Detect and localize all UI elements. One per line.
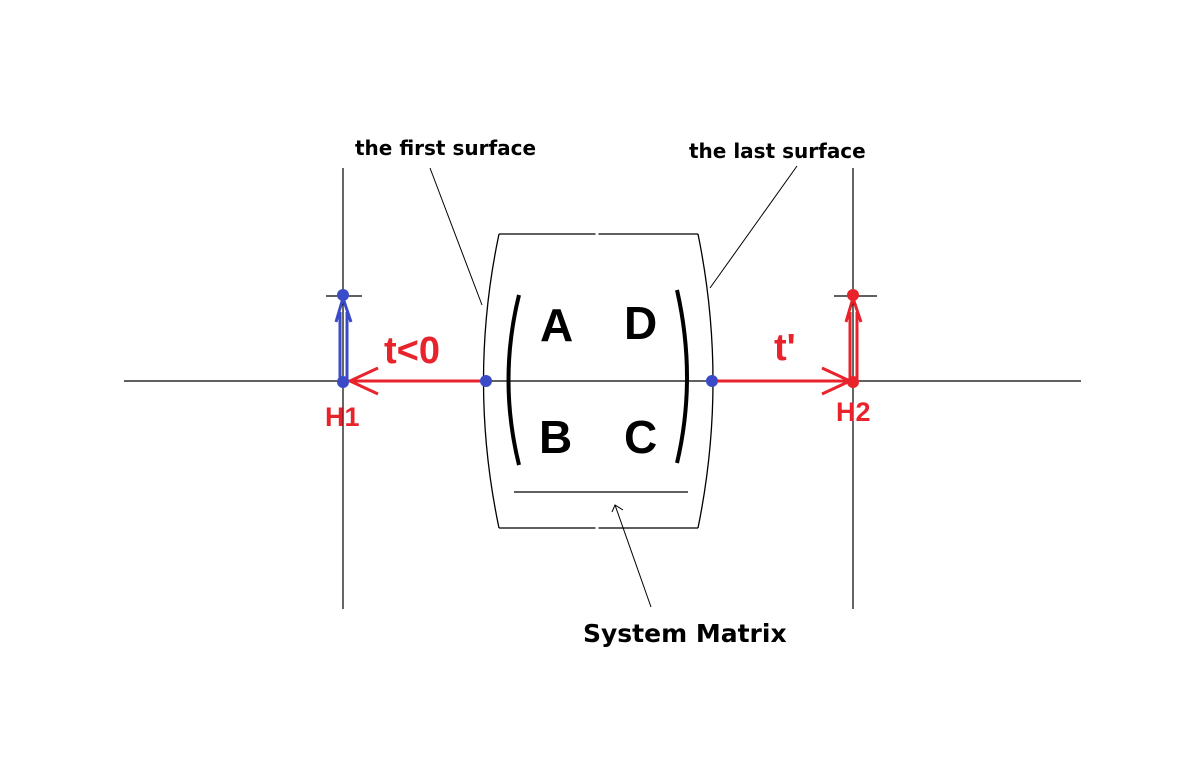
last-surface-leader <box>709 165 798 289</box>
last-surface-label: the last surface <box>689 139 866 163</box>
first-surface-leader <box>429 167 483 306</box>
t-left-arrow <box>346 366 486 396</box>
t-right-arrow <box>712 366 854 396</box>
matrix-entry-a: A <box>540 299 573 351</box>
last-surface-point <box>706 375 718 387</box>
t-right-label: t' <box>774 327 796 369</box>
first-surface-label: the first surface <box>355 136 536 160</box>
system-matrix-leader-arrowhead <box>611 504 624 513</box>
matrix-brackets <box>506 289 689 466</box>
h2-axis-point <box>847 376 859 388</box>
h2-label: H2 <box>836 397 871 427</box>
t-left-label: t<0 <box>384 330 440 372</box>
first-surface-point <box>480 375 492 387</box>
h1-label: H1 <box>325 402 360 432</box>
system-matrix-leader <box>614 504 652 608</box>
matrix-entry-b: B <box>539 411 572 463</box>
system-matrix-label: System Matrix <box>583 619 787 648</box>
h2-top-point <box>847 289 859 301</box>
matrix-entry-d: D <box>624 297 657 349</box>
matrix-entry-c: C <box>624 411 657 463</box>
h1-top-point <box>337 289 349 301</box>
h1-axis-point <box>337 376 349 388</box>
